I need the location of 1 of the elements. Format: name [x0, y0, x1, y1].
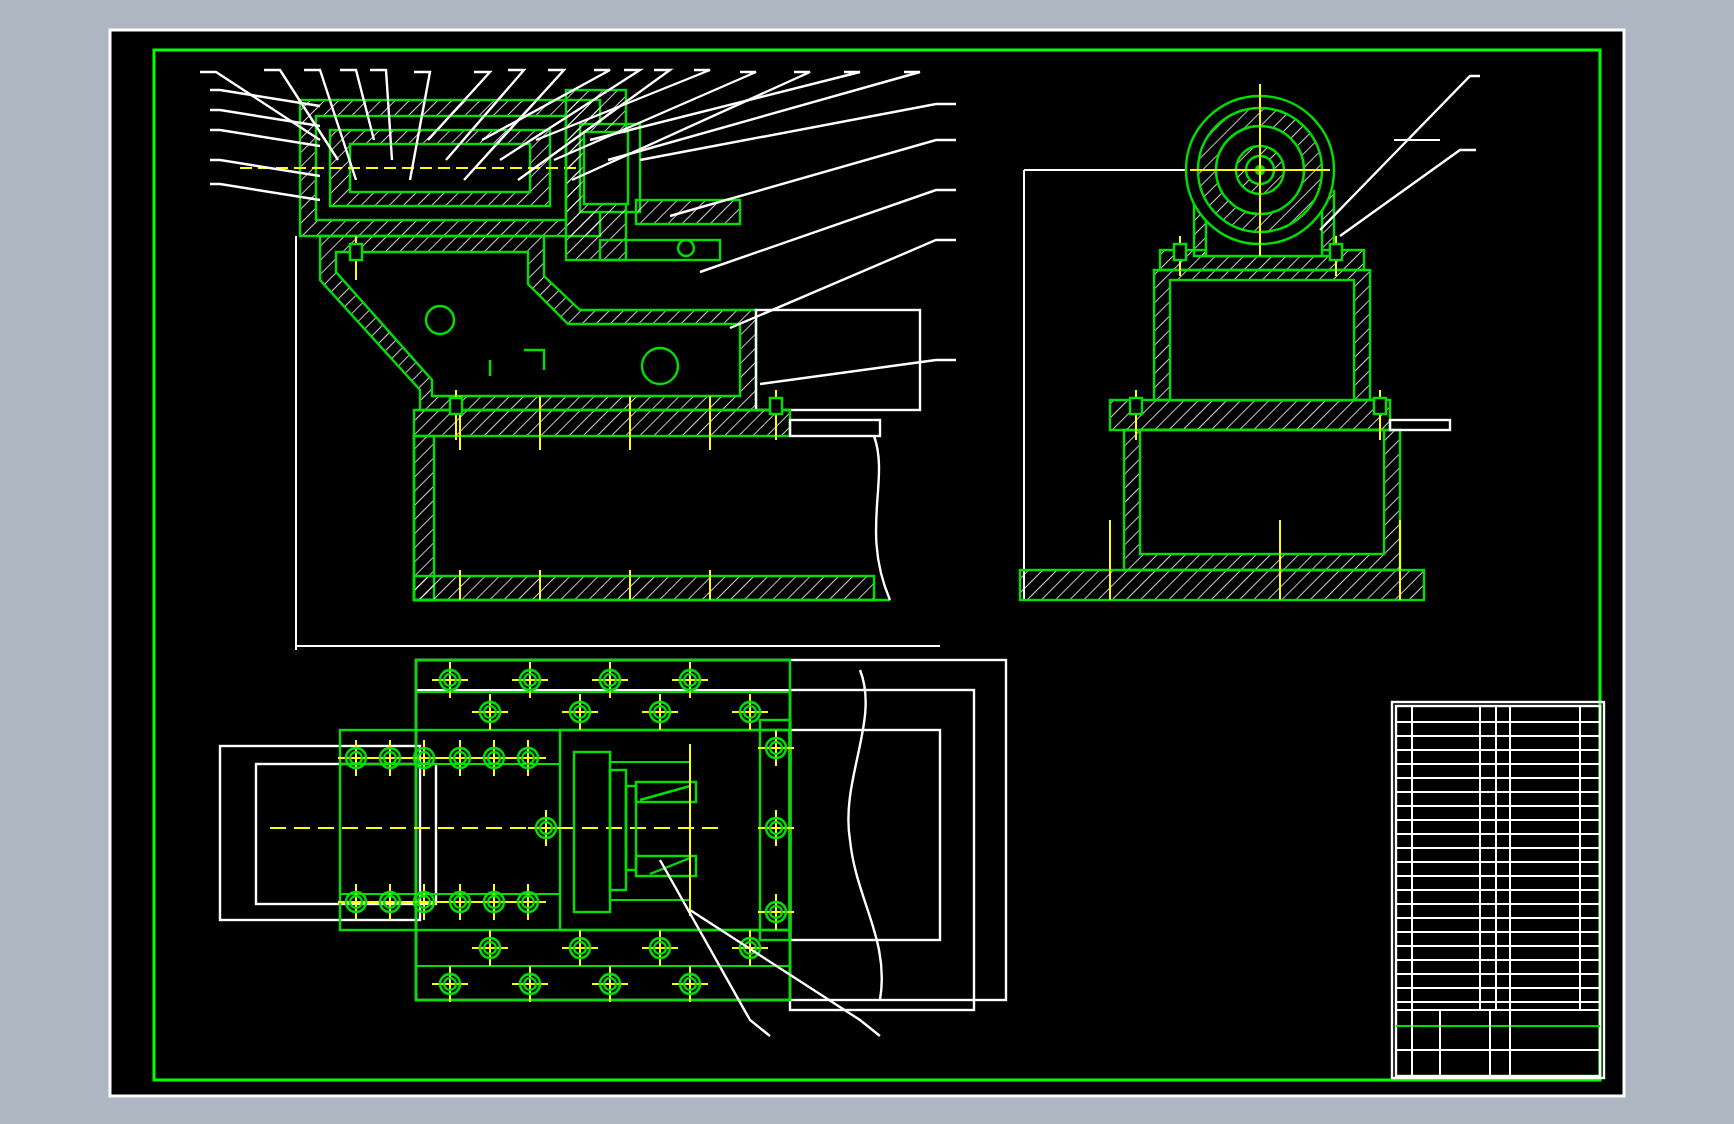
- parts-list-table: [1390, 700, 1606, 1080]
